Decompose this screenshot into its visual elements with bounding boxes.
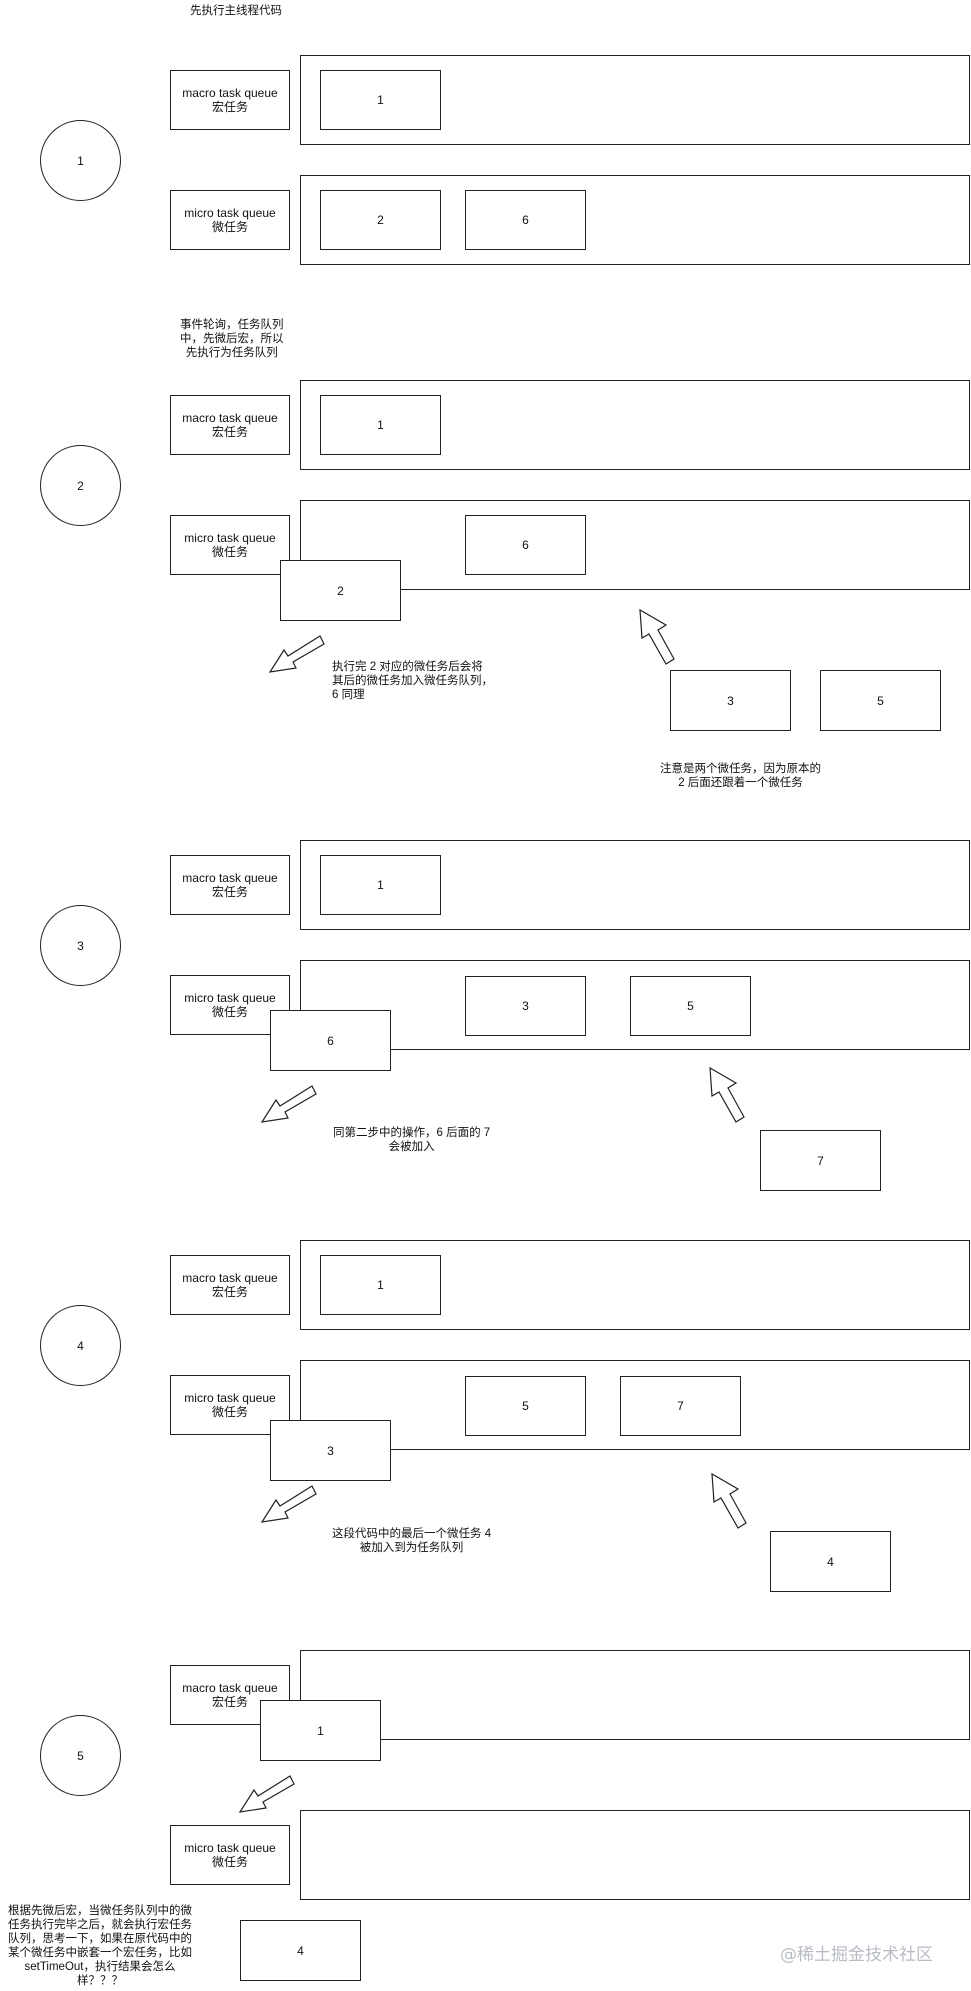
macro-queue — [300, 1650, 970, 1740]
note-line: 任务执行完毕之后，就会执行宏任务 — [8, 1919, 192, 1931]
step1-note-main-thread: 先执行主线程代码 — [190, 5, 282, 17]
note-line: 事件轮询，任务队列 — [180, 319, 284, 331]
leaving-task-box: 6 — [270, 1010, 391, 1071]
micro-label-line1: micro task queue — [184, 1391, 276, 1405]
micro-label-line2: 微任务 — [211, 1855, 248, 1869]
note-line: 某个微任务中嵌套一个宏任务，比如 — [8, 1947, 192, 1959]
micro-label-line1: micro task queue — [184, 206, 276, 220]
incoming-task-box: 7 — [760, 1130, 881, 1191]
note-line: 6 同理 — [332, 689, 365, 701]
step-circle: 5 — [40, 1715, 121, 1796]
macro-label-line1: macro task queue — [182, 1681, 278, 1695]
note-line: 队列，思考一下，如果在原代码中的 — [8, 1933, 192, 1945]
incoming-task-box: 5 — [820, 670, 941, 731]
micro-label-line2: 微任务 — [211, 1405, 248, 1419]
micro-queue-label: micro task queue 微任务 — [170, 190, 290, 250]
task-box: 7 — [620, 1376, 741, 1436]
macro-label-line1: macro task queue — [182, 86, 278, 100]
micro-label-line2: 微任务 — [211, 545, 248, 559]
note-line: 中，先微后宏，所以 — [180, 333, 284, 345]
macro-label-line2: 宏任务 — [211, 100, 248, 114]
task-box: 2 — [320, 190, 441, 250]
step2-note-incoming: 注意是两个微任务，因为原本的 2 后面还跟着一个微任务 — [660, 762, 821, 790]
task-box: 1 — [320, 395, 441, 455]
task-box: 5 — [465, 1376, 586, 1436]
micro-label-line1: micro task queue — [184, 531, 276, 545]
note-line: 样？？？ — [77, 1975, 123, 1987]
task-box: 5 — [630, 976, 751, 1036]
step-circle: 3 — [40, 905, 121, 986]
macro-label-line1: macro task queue — [182, 411, 278, 425]
arrow-in-icon — [639, 608, 675, 665]
leaving-task-box: 2 — [280, 560, 401, 621]
micro-label-line2: 微任务 — [211, 220, 248, 234]
incoming-task-box: 4 — [770, 1531, 891, 1592]
arrow-in-icon — [711, 1472, 747, 1529]
task-box: 3 — [465, 976, 586, 1036]
note-line: 其后的微任务加入微任务队列， — [332, 675, 493, 687]
step2-note-event-loop: 事件轮询，任务队列 中，先微后宏，所以 先执行为任务队列 — [180, 318, 284, 360]
micro-queue-label: micro task queue 微任务 — [170, 515, 290, 575]
task-box: 6 — [465, 515, 586, 575]
arrow-in-icon — [709, 1066, 745, 1123]
step-circle: 4 — [40, 1305, 121, 1386]
macro-label-line1: macro task queue — [182, 871, 278, 885]
note-line: 注意是两个微任务，因为原本的 — [660, 763, 821, 775]
arrow-out-icon — [260, 1485, 317, 1523]
note-line: 同第二步中的操作，6 后面的 7 — [333, 1127, 491, 1139]
macro-label-line2: 宏任务 — [211, 425, 248, 439]
note-line: 根据先微后宏，当微任务队列中的微 — [8, 1905, 192, 1917]
step5-note-final: 根据先微后宏，当微任务队列中的微 任务执行完毕之后，就会执行宏任务 队列，思考一… — [0, 1904, 200, 1988]
task-box: 1 — [320, 70, 441, 130]
note-line: 被加入到为任务队列 — [359, 1542, 464, 1554]
micro-queue — [300, 500, 970, 590]
macro-queue-label: macro task queue 宏任务 — [170, 855, 290, 915]
note-line: 先执行为任务队列 — [185, 347, 278, 359]
step-circle: 1 — [40, 120, 121, 201]
micro-label-line2: 微任务 — [211, 1005, 248, 1019]
macro-label-line2: 宏任务 — [211, 885, 248, 899]
watermark: @稀土掘金技术社区 — [780, 1945, 933, 1965]
incoming-task-box: 3 — [670, 670, 791, 731]
note-line: 这段代码中的最后一个微任务 4 — [332, 1528, 492, 1540]
micro-queue — [300, 1810, 970, 1900]
leaving-task-box: 1 — [260, 1700, 381, 1761]
macro-label-line2: 宏任务 — [211, 1285, 248, 1299]
pending-task-box: 4 — [240, 1920, 361, 1981]
task-box: 6 — [465, 190, 586, 250]
micro-label-line1: micro task queue — [184, 991, 276, 1005]
macro-label-line1: macro task queue — [182, 1271, 278, 1285]
macro-label-line2: 宏任务 — [211, 1695, 248, 1709]
note-line: 执行完 2 对应的微任务后会将 — [332, 661, 483, 673]
macro-queue-label: macro task queue 宏任务 — [170, 1255, 290, 1315]
step-circle: 2 — [40, 445, 121, 526]
macro-queue-label: macro task queue 宏任务 — [170, 70, 290, 130]
leaving-task-box: 3 — [270, 1420, 391, 1481]
micro-queue-label: micro task queue 微任务 — [170, 1825, 290, 1885]
task-box: 1 — [320, 855, 441, 915]
note-line: 2 后面还跟着一个微任务 — [678, 777, 803, 789]
arrow-out-icon — [268, 635, 325, 673]
macro-queue-label: macro task queue 宏任务 — [170, 395, 290, 455]
micro-label-line1: micro task queue — [184, 1841, 276, 1855]
arrow-down-icon — [238, 1775, 295, 1813]
note-line: setTimeOut，执行结果会怎么 — [24, 1961, 176, 1973]
arrow-out-icon — [260, 1085, 317, 1123]
note-line: 会被加入 — [388, 1141, 435, 1153]
step2-note-exec: 执行完 2 对应的微任务后会将 其后的微任务加入微任务队列， 6 同理 — [332, 660, 493, 702]
task-box: 1 — [320, 1255, 441, 1315]
step4-note-exec: 这段代码中的最后一个微任务 4 被加入到为任务队列 — [332, 1527, 491, 1555]
step3-note-exec: 同第二步中的操作，6 后面的 7 会被加入 — [333, 1126, 490, 1154]
